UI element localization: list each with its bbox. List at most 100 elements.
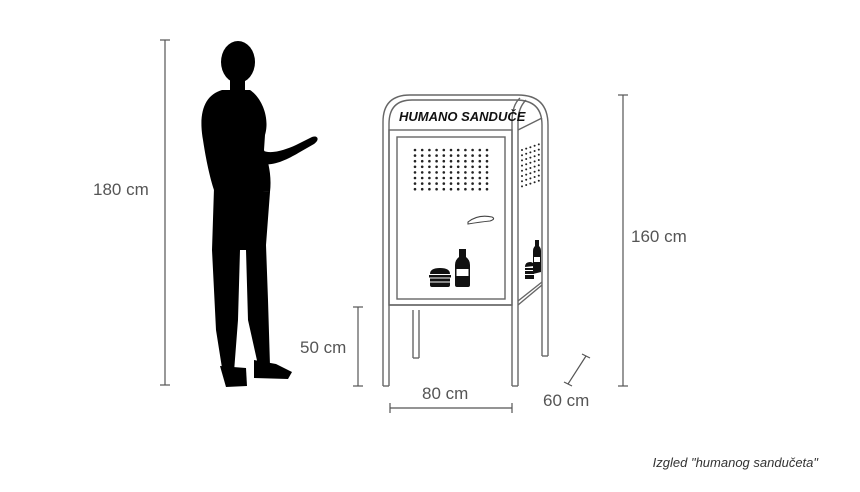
perforation-dot	[449, 165, 453, 169]
perforation-dot	[533, 144, 536, 147]
perforation-dot	[485, 165, 489, 169]
side-bottle-icon	[533, 240, 541, 274]
perforation-dot	[428, 182, 431, 185]
perforation-dot	[525, 168, 528, 171]
perforation-dot	[449, 148, 453, 152]
perforation-dot	[449, 176, 453, 180]
leg-height-dimension	[353, 306, 363, 387]
perforation-dot	[435, 171, 438, 174]
perforation-dot	[420, 159, 424, 163]
perforation-dot	[471, 154, 474, 157]
perforation-dot	[537, 174, 540, 177]
perforation-dot	[464, 182, 467, 185]
leg-height-label: 50 cm	[300, 338, 346, 357]
perforation-dot	[529, 177, 532, 180]
perforation-dot	[428, 165, 431, 169]
perforation-dot	[420, 176, 424, 180]
perforation-dot	[442, 165, 446, 169]
perforation-dot	[428, 176, 431, 180]
perforation-dot	[420, 187, 424, 191]
perforation-dot	[442, 154, 446, 157]
perforation-dot	[435, 182, 438, 185]
perforation-dot	[435, 187, 438, 191]
perforation-dot	[521, 164, 523, 167]
perforation-dot	[413, 176, 417, 180]
perforation-dot	[533, 160, 536, 163]
perforation-dot	[521, 180, 523, 183]
perforation-dot	[442, 187, 446, 191]
perforation-dot	[449, 187, 453, 191]
perforation-dot	[537, 164, 540, 167]
perforation-dot	[485, 171, 489, 174]
perforation-dot	[435, 159, 438, 163]
perforation-dot	[478, 171, 482, 174]
perforation-dot	[464, 176, 467, 180]
perforation-dot	[521, 185, 523, 188]
perforation-dot	[413, 159, 417, 163]
box-width-label: 80 cm	[422, 384, 468, 403]
perforation-dot	[471, 182, 474, 185]
perforation-dot	[533, 170, 536, 173]
perforation-dot	[525, 173, 528, 176]
perforation-dot	[413, 154, 417, 157]
perforation-dot	[529, 161, 532, 164]
perforation-dot	[529, 156, 532, 159]
perforation-dot	[533, 150, 536, 152]
perforation-dot	[533, 181, 536, 184]
perforation-dot	[435, 176, 438, 180]
perforation-dot	[529, 182, 532, 185]
perforation-dot	[420, 182, 424, 185]
perforation-dot	[456, 154, 460, 157]
perforation-dot	[428, 154, 431, 157]
perforation-dot	[529, 172, 532, 175]
side-perforation	[521, 143, 540, 188]
perforation-dot	[533, 165, 536, 168]
perforation-dot	[521, 154, 523, 157]
perforation-dot	[485, 176, 489, 180]
person-height-label: 180 cm	[93, 180, 149, 199]
perforation-dot	[537, 179, 540, 182]
perforation-dot	[413, 165, 417, 169]
perforation-dot	[471, 187, 474, 191]
perforation-dot	[471, 176, 474, 180]
perforation-dot	[464, 187, 467, 191]
perforation-dot	[478, 182, 482, 185]
box-depth-label: 60 cm	[543, 391, 589, 410]
perforation-dot	[537, 148, 540, 151]
perforation-dot	[442, 182, 446, 185]
box-height-label: 160 cm	[631, 227, 687, 246]
box-height-dimension	[618, 94, 628, 387]
box-width-dimension	[389, 403, 513, 413]
perforation-dot	[420, 148, 424, 152]
box-frame	[382, 94, 549, 387]
perforation-dot	[449, 154, 453, 157]
perforation-dot	[478, 187, 482, 191]
perforation-dot	[435, 165, 438, 169]
handle-slot	[467, 215, 495, 225]
perforation-dot	[521, 175, 523, 177]
perforation-dot	[435, 154, 438, 157]
perforation-dot	[464, 171, 467, 174]
perforation-dot	[428, 148, 431, 152]
perforation-dot	[464, 154, 467, 157]
perforation-dot	[525, 184, 528, 186]
perforation-dot	[449, 159, 453, 163]
perforation-dot	[435, 148, 438, 152]
perforation-dot	[521, 149, 523, 151]
perforation-dot	[485, 154, 489, 157]
perforation-dot	[413, 148, 417, 152]
perforation-dot	[478, 148, 482, 152]
perforation-dot	[456, 159, 460, 163]
bottle-icon	[455, 249, 470, 287]
perforation-dot	[521, 159, 523, 162]
perforation-dot	[478, 176, 482, 180]
perforation-dot	[442, 159, 446, 163]
perforation-dot	[456, 165, 460, 169]
perforation-dot	[537, 159, 540, 161]
perforation-dot	[485, 182, 489, 185]
perforation-dot	[521, 169, 523, 172]
perforation-dot	[537, 143, 540, 146]
person-height-dimension	[160, 39, 170, 386]
perforation-dot	[442, 148, 446, 152]
